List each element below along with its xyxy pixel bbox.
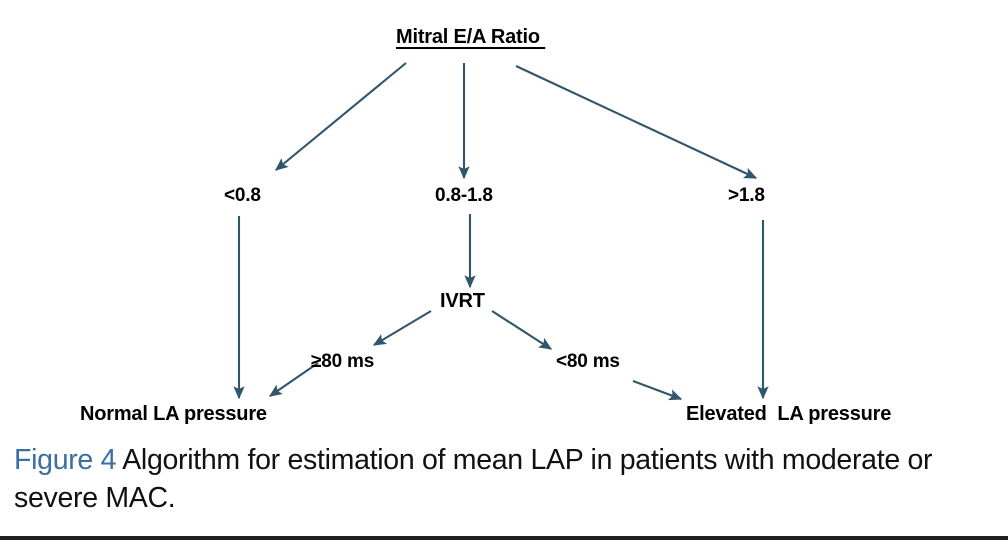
outcome-elevated-la-pressure: Elevated LA pressure [686, 403, 892, 425]
arrow-root-to-low [275, 62, 407, 171]
arrow-layer [233, 62, 769, 401]
arrow-ivrt-to-lt80 [491, 310, 553, 350]
arrow-ge80-to-normal [268, 362, 319, 397]
outcome-normal-la-pressure: Normal LA pressure [80, 403, 267, 425]
arrow-ivrt-to-ge80 [372, 310, 432, 346]
mitral-ea-ratio-node: Mitral E/A Ratio [396, 26, 546, 48]
branch-label-mid: 0.8-1.8 [435, 185, 493, 206]
algorithm-diagram: Mitral E/A Ratio <0.8 0.8-1.8 >1.8 IVRT … [80, 26, 892, 425]
ivrt-branch-label-lt80: <80 ms [556, 351, 620, 372]
ivrt-node: IVRT [440, 290, 485, 312]
figure-caption: Figure 4 Algorithm for estimation of mea… [0, 440, 1008, 536]
arrow-root-to-high [515, 65, 758, 179]
branch-label-high: >1.8 [728, 185, 765, 206]
arrow-lt80-to-elevated [632, 380, 683, 401]
figure-caption-text: Algorithm for estimation of mean LAP in … [14, 444, 933, 514]
ivrt-branch-label-ge80: ≥80 ms [311, 351, 375, 372]
branch-label-low: <0.8 [224, 185, 261, 206]
figure-number-label: Figure 4 [14, 444, 117, 476]
